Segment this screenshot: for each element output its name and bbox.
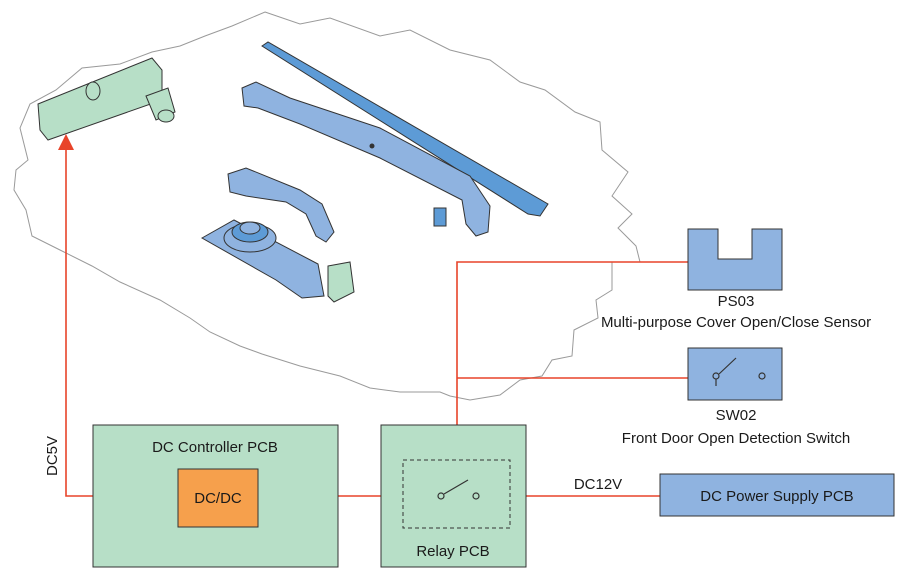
ps03-description: Multi-purpose Cover Open/Close Sensor xyxy=(601,314,871,331)
ps03-id: PS03 xyxy=(718,293,755,310)
relay-label: Relay PCB xyxy=(416,543,489,560)
dc-power-supply-pcb xyxy=(659,473,895,517)
plate-assembly-illustration xyxy=(200,219,355,303)
sw02-id: SW02 xyxy=(716,407,757,424)
dc12v-label: DC12V xyxy=(574,476,622,493)
relay-dashed-box xyxy=(402,459,511,529)
dcdc-block xyxy=(177,468,259,528)
multipurpose-cover-pcb-illustration xyxy=(37,57,176,141)
guide-frame-illustration xyxy=(241,81,491,237)
dc5v-label: DC5V xyxy=(44,436,61,476)
ps03-signal-line xyxy=(449,261,688,460)
dc-power-supply-label: DC Power Supply PCB xyxy=(700,488,853,505)
ps03-sensor-icon xyxy=(687,228,783,291)
long-rail-illustration xyxy=(261,41,549,217)
link-arm-illustration xyxy=(227,167,335,243)
sw02-description: Front Door Open Detection Switch xyxy=(622,430,850,447)
dc-controller-label: DC Controller PCB xyxy=(152,439,278,456)
relay-pcb xyxy=(380,424,527,568)
sw02-switch-symbol xyxy=(712,357,766,386)
relay-switch-symbol xyxy=(437,479,480,500)
dcdc-label: DC/DC xyxy=(194,490,242,507)
sw02-switch-icon xyxy=(687,347,783,401)
